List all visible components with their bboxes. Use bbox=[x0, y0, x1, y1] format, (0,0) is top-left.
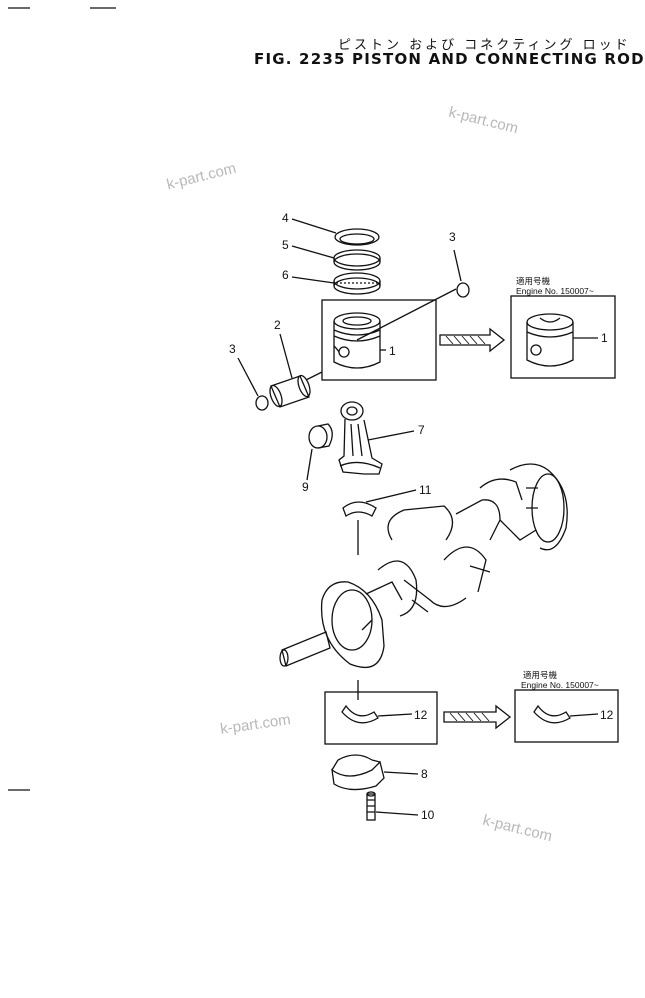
arrow-piston bbox=[439, 327, 506, 353]
leader-10 bbox=[375, 811, 419, 816]
new-bearing bbox=[533, 704, 571, 724]
callout-4: 4 bbox=[282, 211, 289, 225]
diagram-canvas bbox=[8, 7, 619, 821]
lower-bearing bbox=[341, 704, 379, 724]
callout-3-right: 3 bbox=[449, 230, 456, 244]
rod-cap bbox=[331, 754, 385, 791]
upper-bearing bbox=[342, 501, 377, 517]
leader-9 bbox=[306, 448, 313, 481]
callout-7: 7 bbox=[418, 423, 425, 437]
crankshaft bbox=[279, 463, 568, 669]
note-bearing-jp: 適用号機 bbox=[523, 670, 558, 680]
piston bbox=[333, 312, 381, 369]
leader-5 bbox=[291, 245, 335, 259]
note-piston-jp: 適用号機 bbox=[516, 276, 551, 286]
figure-title: FIG. 2235 PISTON AND CONNECTING ROD bbox=[254, 50, 645, 68]
callout-6: 6 bbox=[282, 268, 289, 282]
leader-12b bbox=[569, 713, 599, 717]
callout-11: 11 bbox=[419, 483, 432, 497]
callout-1-new-piston: 1 bbox=[601, 331, 608, 345]
bearing-box bbox=[324, 691, 438, 745]
leader-2 bbox=[279, 333, 293, 379]
callout-9: 9 bbox=[302, 480, 309, 494]
callout-5: 5 bbox=[282, 238, 289, 252]
new-piston-box bbox=[510, 295, 616, 379]
piston-ring-6 bbox=[333, 272, 381, 295]
leader-8 bbox=[383, 771, 419, 775]
rod-bolt bbox=[366, 791, 376, 821]
leader-6 bbox=[291, 276, 335, 284]
callout-2: 2 bbox=[274, 318, 281, 332]
note-piston-engine: Engine No. 150007~ bbox=[516, 286, 594, 296]
leader-7 bbox=[367, 430, 415, 441]
new-bearing-box bbox=[514, 689, 619, 743]
leader-3a bbox=[237, 357, 259, 397]
callout-12-new: 12 bbox=[600, 708, 614, 722]
callout-10: 10 bbox=[421, 808, 435, 822]
snap-ring-3-left bbox=[255, 395, 269, 411]
title-japanese: ピストン および コネクティング ロッド bbox=[338, 38, 631, 53]
arrow-bearing bbox=[443, 704, 512, 730]
new-piston bbox=[526, 313, 574, 367]
leader-11 bbox=[365, 489, 417, 503]
callout-12: 12 bbox=[414, 708, 428, 722]
piston-ring-5 bbox=[333, 249, 381, 271]
piston-pin bbox=[269, 374, 311, 408]
note-bearing-engine: Engine No. 150007~ bbox=[521, 680, 599, 690]
bushing bbox=[308, 423, 333, 449]
piston-ring-4 bbox=[334, 228, 380, 246]
callout-8: 8 bbox=[421, 767, 428, 781]
callout-1-piston: 1 bbox=[389, 344, 396, 358]
leader-12a bbox=[377, 713, 413, 717]
piston-box bbox=[321, 299, 437, 381]
pin-axis-line bbox=[356, 288, 457, 341]
leader-4 bbox=[291, 218, 337, 234]
connecting-rod bbox=[338, 401, 383, 475]
pin-axis-line-left bbox=[305, 371, 323, 381]
callout-3-left: 3 bbox=[229, 342, 236, 356]
leader-3b bbox=[453, 249, 462, 282]
snap-ring-3-right bbox=[456, 282, 470, 298]
